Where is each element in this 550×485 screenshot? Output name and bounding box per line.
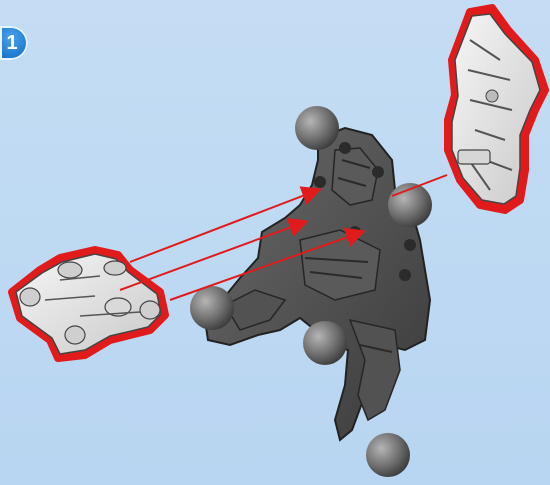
connector-block-body (15, 253, 162, 355)
ball-joint (295, 106, 339, 150)
chest-plate-peg (457, 149, 491, 165)
step-number-badge: 1 (0, 26, 28, 60)
connector-block (8, 246, 169, 362)
step-number: 1 (6, 32, 18, 54)
arrow-line (119, 218, 309, 291)
arrow-line (169, 227, 366, 301)
arrow-line (129, 186, 322, 263)
robot-leg-torso-assembly (190, 106, 432, 477)
chest-plate (444, 4, 549, 214)
leg-detail (223, 289, 401, 422)
ball-joint (190, 286, 234, 330)
ball-joint (303, 321, 347, 365)
ball-joint (366, 433, 410, 477)
assembly-arrows (119, 174, 448, 301)
arrow-line (391, 174, 448, 197)
